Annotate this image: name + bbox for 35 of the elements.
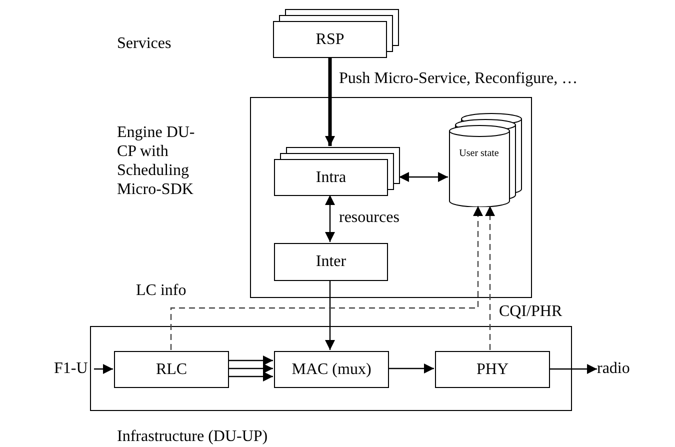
- arrow: [325, 58, 335, 146]
- node-label: radio: [597, 359, 630, 379]
- container-box: [250, 97, 532, 298]
- container-box: [90, 326, 572, 411]
- arrow: [388, 364, 434, 374]
- arrow: [325, 195, 335, 242]
- database-cylinder: [449, 113, 523, 207]
- process-box: [435, 351, 550, 388]
- node-label: PHY: [476, 360, 508, 380]
- process-box: [274, 351, 389, 388]
- process-box: [114, 351, 229, 388]
- edge-label: Push Micro-Service, Reconfigure, …: [338, 70, 579, 88]
- stacked-box: [274, 147, 400, 196]
- node-label: Inter: [316, 252, 346, 272]
- node-label: F1-U: [54, 359, 88, 379]
- dashed-arrow: [485, 206, 495, 350]
- node-label: RLC: [156, 360, 188, 380]
- arrow: [399, 172, 448, 182]
- edge-label: CQI/PHR: [498, 303, 564, 321]
- arrow: [228, 356, 273, 366]
- process-box: [274, 243, 388, 281]
- layer-label: Services: [117, 35, 172, 53]
- group-label: Engine DU-CP with Scheduling Micro-SDK: [117, 123, 196, 199]
- dashed-arrow: [170, 206, 483, 350]
- node-label: Intra: [316, 168, 346, 188]
- arrow: [549, 364, 597, 374]
- arrow: [228, 364, 273, 374]
- node-label: RSP: [316, 30, 344, 50]
- arrow: [94, 364, 113, 374]
- group-label: Infrastructure (DU-UP): [117, 427, 269, 446]
- stacked-box: [273, 9, 399, 58]
- node-label: User state: [459, 147, 499, 161]
- arrow: [228, 372, 273, 382]
- node-label: MAC (mux): [292, 360, 372, 380]
- arrow: [325, 280, 335, 350]
